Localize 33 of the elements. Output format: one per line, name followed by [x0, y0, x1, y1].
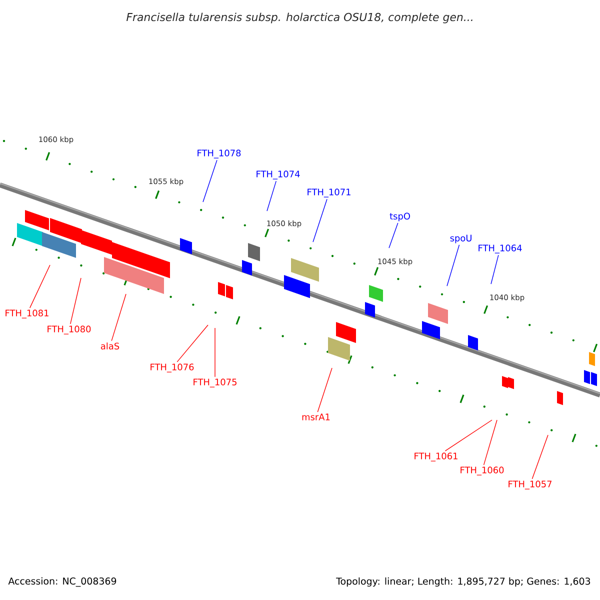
- leader-line: [388, 222, 398, 248]
- gene-label: FTH_1074: [256, 170, 300, 180]
- gene-label: alaS: [100, 342, 120, 350]
- gene-label: FTH_1080: [48, 326, 91, 334]
- gene-label: msrA1: [302, 414, 330, 420]
- leader-line: [483, 420, 498, 466]
- leader-line: [111, 294, 126, 342]
- leader-line: [444, 420, 492, 452]
- gene-label: FTH_1057: [508, 480, 552, 490]
- title: Francisella tularensis subsp. holarctica OSU18, complete gen...: [126, 12, 472, 24]
- gene-label: FTH_1078: [198, 150, 241, 158]
- leader-line: [532, 434, 548, 480]
- leader-line: [30, 264, 50, 308]
- gene-label: FTH_1064: [478, 244, 522, 254]
- leader-line: [446, 244, 460, 286]
- leader-line: [214, 328, 216, 378]
- gene-label: FTH_1061: [414, 452, 458, 462]
- leader-line: [70, 278, 82, 324]
- gene-label: tspO: [390, 212, 410, 222]
- leader-line: [312, 198, 328, 242]
- gene-label: FTH_1076: [150, 364, 194, 372]
- leader-line: [202, 160, 218, 202]
- footer-text: Accession: NC_008369: [8, 577, 116, 587]
- leader-line: [266, 180, 276, 212]
- gene-label: FTH_1075: [194, 378, 236, 388]
- gene-label: FTH_1081: [6, 310, 48, 318]
- leader-line: [176, 324, 208, 362]
- footer-text: Topology: linear; Length: 1,895,727 bp; Genes: 1,603: [336, 577, 590, 587]
- gene-label: spoU: [450, 234, 472, 244]
- leader-line: [490, 254, 499, 284]
- leader-line: [317, 368, 332, 412]
- gene-label: FTH_1060: [460, 466, 504, 476]
- gene-label: FTH_1071: [308, 188, 350, 198]
